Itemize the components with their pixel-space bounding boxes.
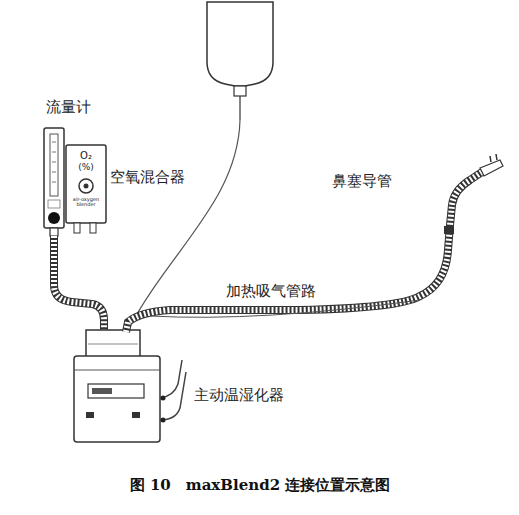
humidifier-chamber (86, 330, 140, 358)
flow-knob (48, 212, 60, 224)
connector (161, 396, 166, 401)
part-label: 鼻塞导管 (332, 172, 392, 190)
feed-line (128, 120, 240, 330)
tube-ribs (54, 236, 104, 332)
water-level (88, 344, 138, 345)
nasal-prong (480, 160, 503, 176)
flowmeter-body (44, 128, 64, 228)
heater-wire-line (150, 300, 420, 317)
part-label: 空氧混合器 (110, 168, 185, 186)
connector (161, 418, 166, 423)
heater-wire (160, 372, 186, 420)
scale-mark (52, 142, 56, 143)
tube-ribs (126, 172, 482, 332)
blender-inlet (90, 223, 96, 233)
symbol-text: O₂ (80, 150, 92, 162)
bag-spike (239, 96, 240, 120)
dial-center (84, 184, 89, 189)
scale-mark (52, 182, 56, 183)
blender-inlet (74, 223, 80, 233)
scale-mark (52, 162, 56, 163)
part-label: 主动温湿化器 (194, 386, 284, 404)
button (132, 412, 140, 418)
display (88, 384, 144, 398)
flowmeter-outlet (50, 228, 58, 236)
blender-dial (79, 179, 93, 193)
part-label: 加热吸气管路 (226, 282, 316, 300)
supply-tube (54, 236, 104, 332)
part-label: 流量计 (46, 98, 91, 116)
probe-wire (160, 360, 182, 398)
scale-mark (52, 172, 56, 173)
scale-mark (52, 152, 56, 153)
bag-port (234, 86, 246, 96)
device-text: air-oxygen blender (69, 197, 103, 207)
display-digits (92, 388, 112, 394)
blender-body (66, 145, 106, 223)
unit-text: (%) (78, 162, 94, 173)
button (86, 412, 94, 418)
prong (496, 154, 497, 160)
prong (490, 156, 491, 162)
humidifier-base (74, 356, 160, 442)
flowmeter-plate (48, 200, 60, 208)
heated-tube (126, 172, 482, 332)
figure-caption: 图 10 maxBlend2 连接位置示意图 (130, 476, 391, 494)
water-bag (207, 2, 273, 86)
flow-tube (50, 134, 58, 196)
base-edge (74, 370, 160, 371)
probe-port (444, 226, 454, 234)
